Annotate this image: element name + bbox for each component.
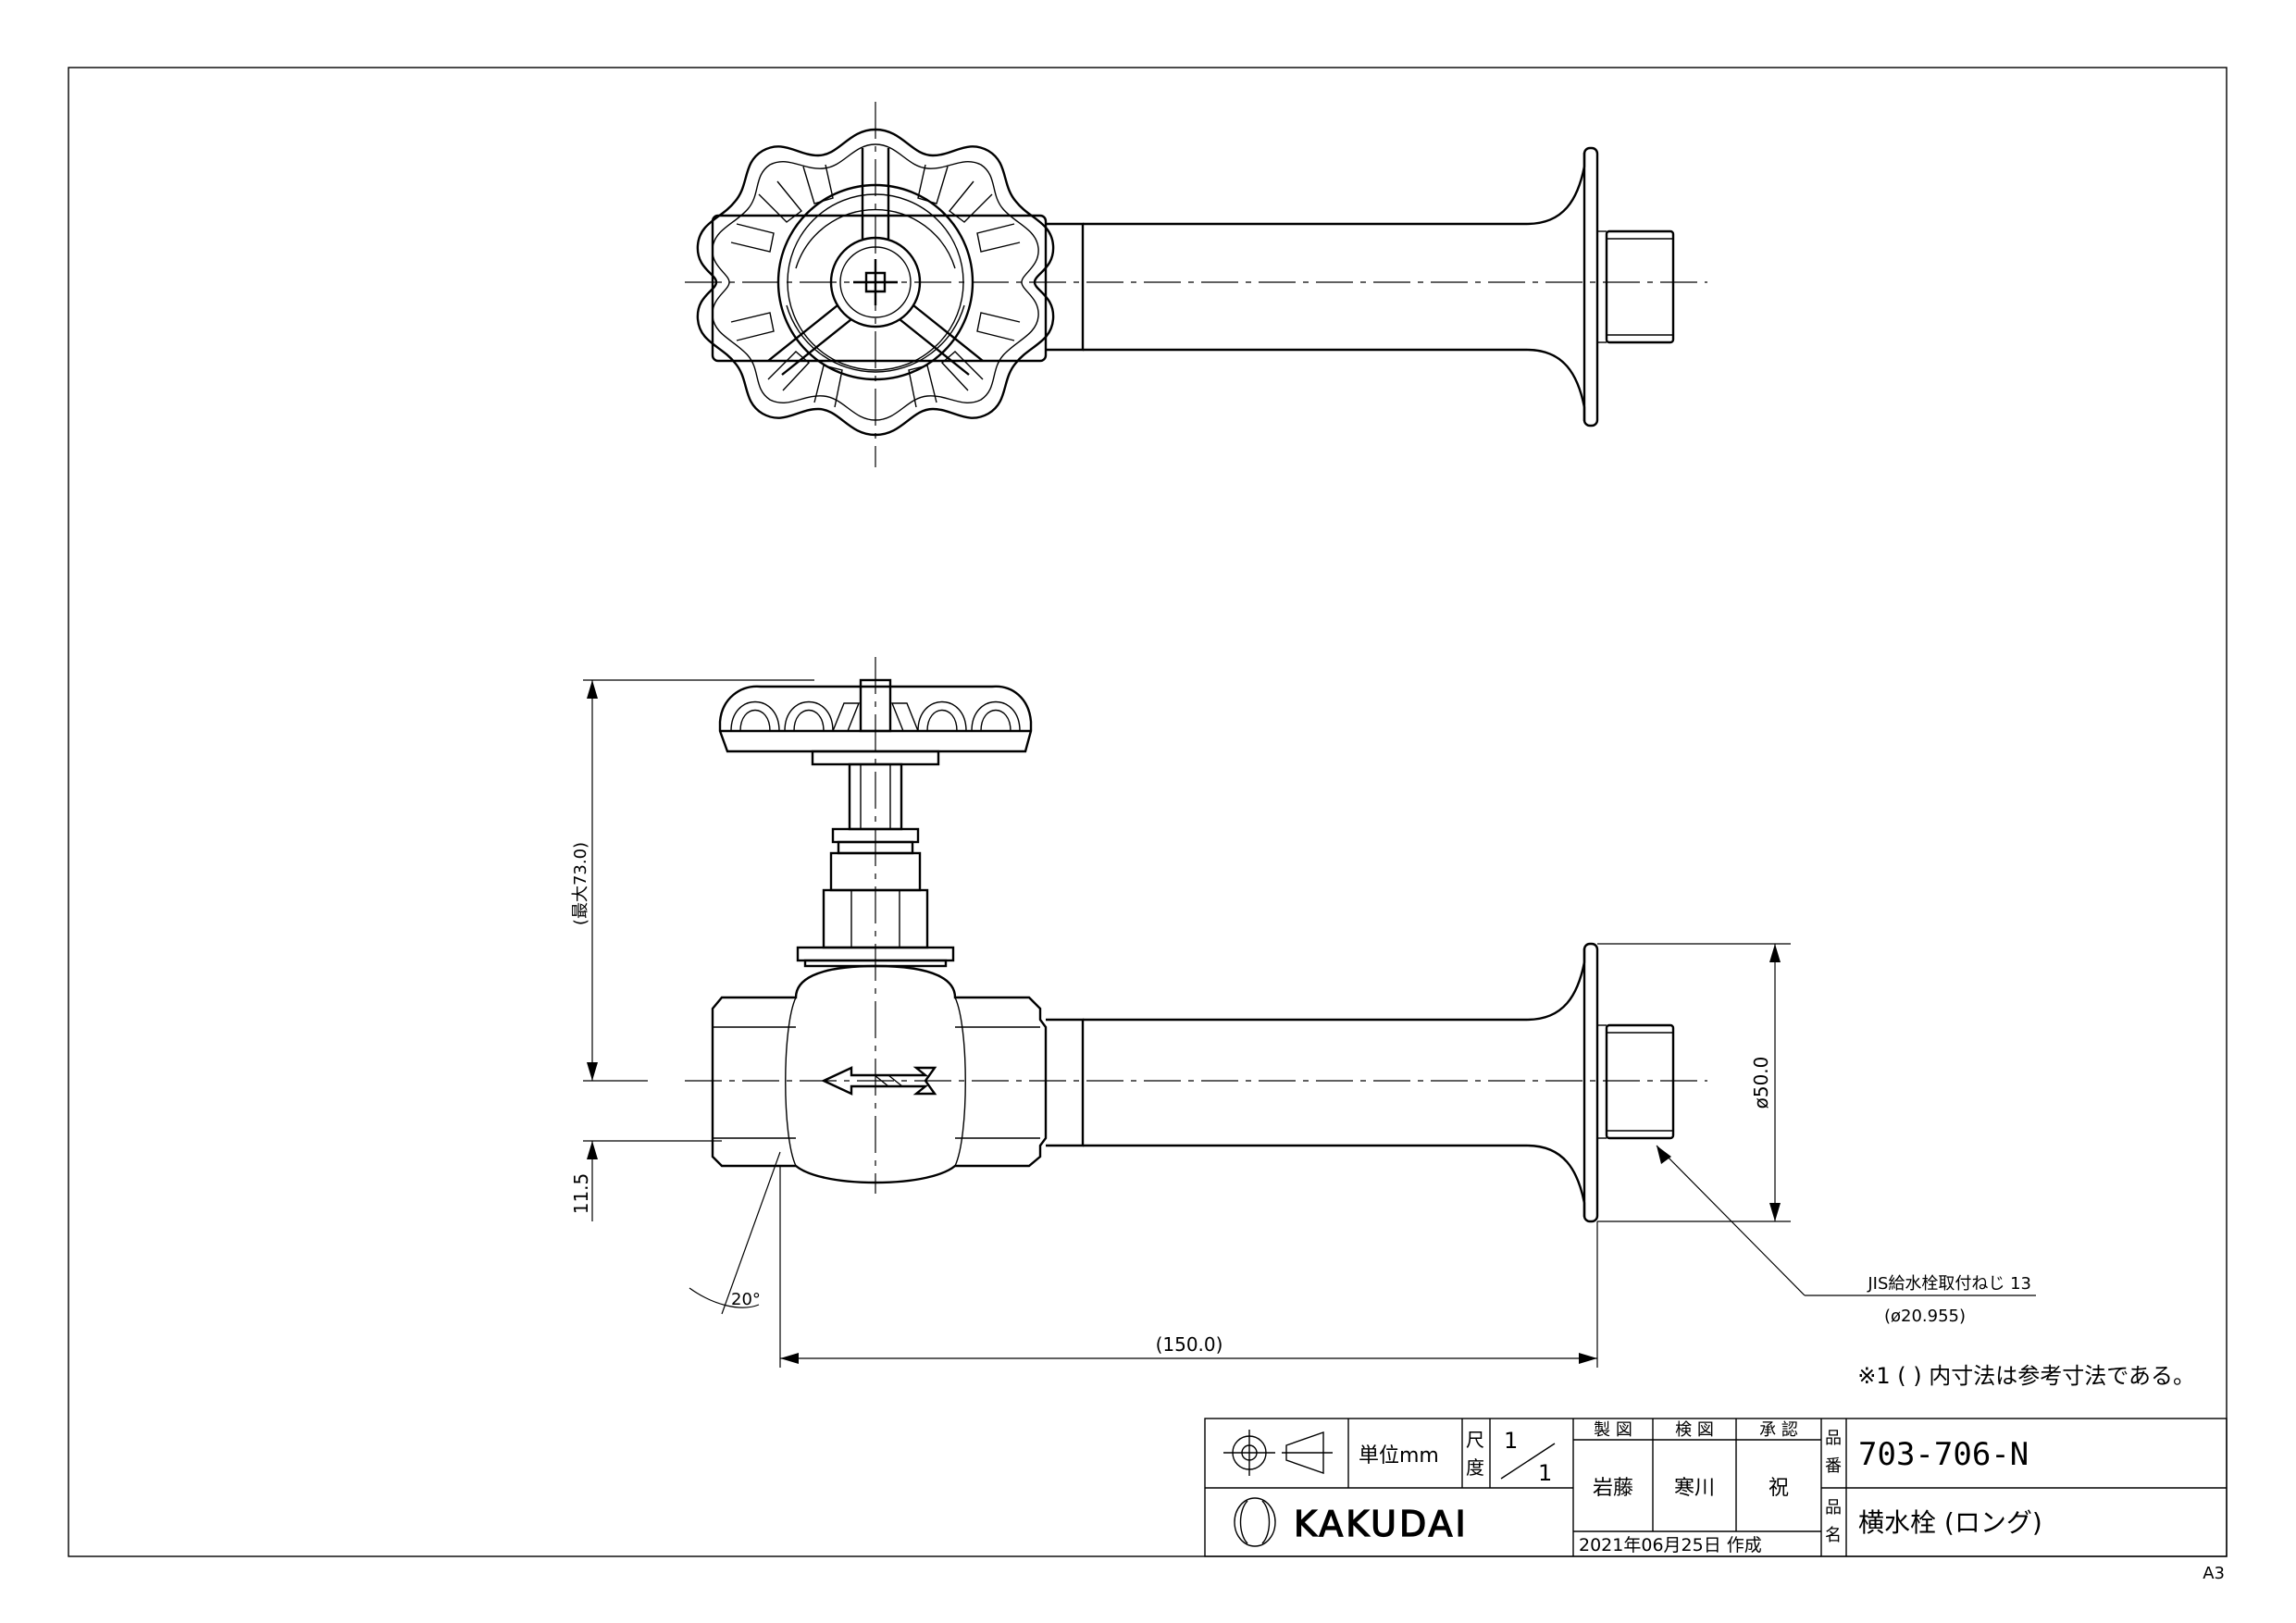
role-drawn: 製 図	[1594, 1420, 1632, 1440]
dim-offset: 11.5	[570, 1173, 592, 1215]
company-name: KAKUDAI	[1294, 1504, 1469, 1544]
dim-flange-diameter: ø50.0	[1750, 1057, 1772, 1109]
name-approved: 祝	[1769, 1477, 1789, 1500]
dim-angle: 20°	[731, 1290, 761, 1309]
creation-date: 2021年06月25日 作成	[1579, 1535, 1762, 1555]
part-name-label-1: 品	[1825, 1498, 1842, 1518]
part-number: 703-706-N	[1858, 1436, 2029, 1473]
dimensions: (最大73.0) 11.5 ø50.0 (150.0) 20° JIS給水栓取付…	[570, 679, 2036, 1368]
part-no-label-1: 品	[1825, 1429, 1842, 1448]
role-approved: 承 認	[1759, 1420, 1798, 1440]
part-no-label-2: 番	[1825, 1456, 1842, 1476]
valve-body	[711, 964, 1048, 1184]
unit-label: 単位mm	[1359, 1444, 1439, 1468]
name-drawn: 岩藤	[1593, 1477, 1633, 1500]
scale-label-1: 尺	[1466, 1429, 1484, 1451]
scale-denominator: 1	[1538, 1460, 1552, 1486]
front-view	[685, 657, 1707, 1223]
scale-numerator: 1	[1504, 1428, 1518, 1454]
handle-top-view	[696, 128, 1055, 437]
sheet-size: A3	[2203, 1564, 2225, 1583]
part-name-label-2: 名	[1825, 1526, 1842, 1545]
title-block: 単位mm 尺 度 1 1 製 図 検 図 承 認 岩藤 寒川 祝 2021年06…	[1204, 1418, 2228, 1557]
role-checked: 検 図	[1675, 1420, 1714, 1440]
thread-note-line2: (ø20.955)	[1884, 1307, 1966, 1326]
kakudai-logo: KAKUDAI	[1234, 1497, 1469, 1547]
footnote: ※1 ( ) 内寸法は参考寸法である。	[1857, 1363, 2195, 1389]
dim-length: (150.0)	[1156, 1333, 1223, 1356]
thread-note-line1: JIS給水栓取付ねじ 13	[1867, 1274, 2031, 1294]
third-angle-projection-icon	[1223, 1430, 1333, 1476]
name-checked: 寒川	[1674, 1477, 1715, 1500]
dim-max-height: (最大73.0)	[571, 842, 590, 925]
scale-label-2: 度	[1466, 1456, 1484, 1479]
part-name: 横水栓 (ロング)	[1858, 1507, 2042, 1538]
top-view	[685, 102, 1707, 467]
sheet-border	[68, 67, 2228, 1557]
handle-front-view	[718, 678, 1033, 968]
